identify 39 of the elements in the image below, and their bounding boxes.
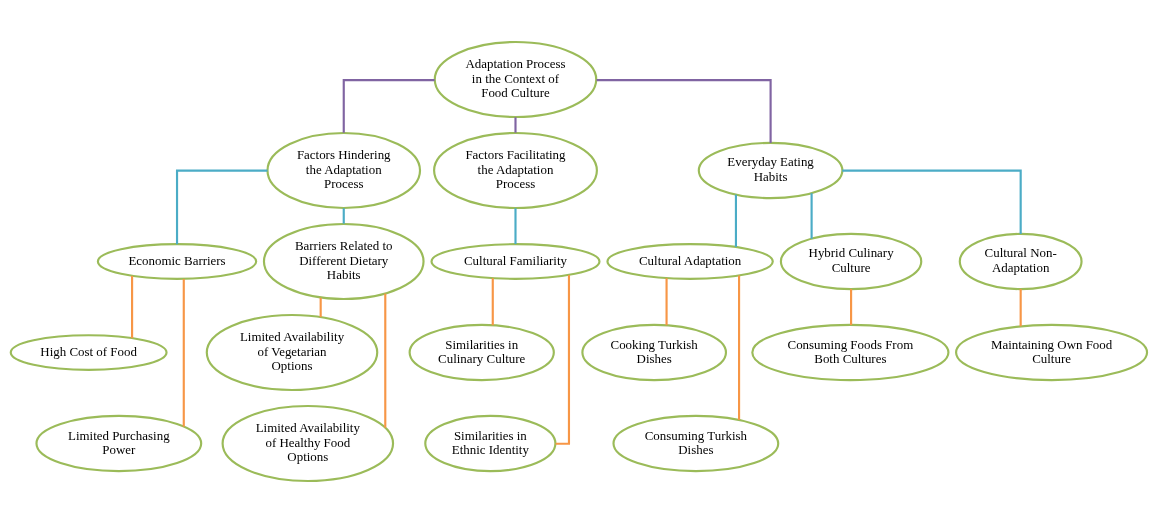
connector bbox=[1019, 289, 1022, 327]
connector bbox=[319, 297, 322, 317]
node-ellipse: Factors Facilitating the Adaptation Process bbox=[433, 131, 598, 210]
node-ellipse: Barriers Related to Different Dietary Habits bbox=[262, 222, 425, 301]
node-ellipse: Economic Barriers bbox=[96, 243, 258, 280]
connector bbox=[810, 193, 813, 239]
connector bbox=[342, 79, 435, 133]
connector bbox=[514, 208, 517, 245]
node-ellipse: Factors Hindering the Adaptation Process bbox=[266, 131, 422, 210]
connector bbox=[514, 117, 517, 133]
node-ellipse: Consuming Turkish Dishes bbox=[612, 414, 780, 473]
node-ellipse: High Cost of Food bbox=[9, 334, 168, 371]
connector bbox=[131, 275, 134, 339]
connector bbox=[842, 169, 1022, 234]
node-ellipse: Cultural Non-Adaptation bbox=[958, 232, 1083, 291]
node-ellipse: Hybrid Culinary Culture bbox=[779, 232, 923, 291]
connector bbox=[596, 79, 772, 143]
connector bbox=[555, 274, 571, 445]
connector bbox=[491, 278, 494, 326]
node-ellipse: Everyday Eating Habits bbox=[697, 141, 844, 200]
node-ellipse: Cultural Adaptation bbox=[606, 243, 774, 280]
node-ellipse: Cooking Turkish Dishes bbox=[581, 323, 728, 382]
connector bbox=[342, 208, 345, 224]
node-ellipse: Adaptation Process in the Context of Food Culture bbox=[433, 40, 598, 119]
node-ellipse: Limited Availability of Healthy Food Options bbox=[221, 404, 395, 483]
connector bbox=[175, 169, 268, 245]
connector bbox=[734, 194, 738, 247]
connector bbox=[850, 289, 853, 326]
node-ellipse: Similarities in Culinary Culture bbox=[408, 323, 555, 382]
node-ellipse: Cultural Familiarity bbox=[430, 243, 601, 280]
node-ellipse: Limited Purchasing Power bbox=[35, 414, 203, 473]
connector bbox=[384, 293, 387, 428]
node-ellipse: Limited Availability of Vegetarian Options bbox=[205, 313, 379, 392]
node-ellipse: Similarities in Ethnic Identity bbox=[424, 414, 557, 473]
node-ellipse: Maintaining Own Food Culture bbox=[955, 323, 1149, 382]
connector bbox=[737, 275, 741, 420]
connector bbox=[665, 278, 668, 326]
node-ellipse: Consuming Foods From Both Cultures bbox=[751, 323, 950, 382]
connector bbox=[182, 278, 185, 427]
